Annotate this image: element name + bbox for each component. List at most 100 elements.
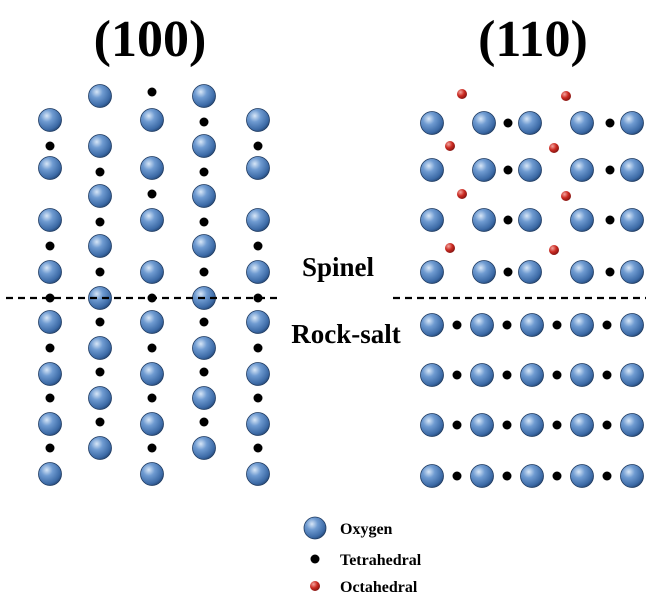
- oxygen-atom: [140, 208, 164, 232]
- octahedral-site: [549, 143, 559, 153]
- oxygen-atom: [246, 260, 270, 284]
- oxygen-atom: [192, 336, 216, 360]
- oxygen-atom: [192, 386, 216, 410]
- oxygen-atom: [570, 111, 594, 135]
- legend-oxygen-swatch: [303, 516, 327, 540]
- oxygen-atom: [88, 134, 112, 158]
- oxygen-atom: [140, 156, 164, 180]
- tetrahedral-site: [253, 241, 263, 251]
- oxygen-atom: [192, 184, 216, 208]
- oxygen-atom: [246, 108, 270, 132]
- tetrahedral-site: [503, 118, 513, 128]
- octahedral-site: [445, 141, 455, 151]
- tetrahedral-site: [502, 420, 512, 430]
- octahedral-site: [561, 191, 571, 201]
- oxygen-atom: [620, 313, 644, 337]
- tetrahedral-site: [253, 393, 263, 403]
- oxygen-atom: [88, 84, 112, 108]
- oxygen-atom: [570, 158, 594, 182]
- tetrahedral-site: [605, 118, 615, 128]
- oxygen-atom: [620, 413, 644, 437]
- panel-title-110: (110): [478, 11, 588, 68]
- oxygen-atom: [38, 310, 62, 334]
- tetrahedral-site: [605, 165, 615, 175]
- tetrahedral-site: [199, 167, 209, 177]
- oxygen-atom: [520, 464, 544, 488]
- tetrahedral-site: [199, 267, 209, 277]
- oxygen-atom: [620, 260, 644, 284]
- tetrahedral-site: [552, 420, 562, 430]
- tetrahedral-site: [605, 267, 615, 277]
- oxygen-atom: [420, 464, 444, 488]
- oxygen-atom: [246, 208, 270, 232]
- oxygen-atom: [192, 134, 216, 158]
- oxygen-atom: [192, 436, 216, 460]
- tetrahedral-site: [45, 443, 55, 453]
- octahedral-site: [457, 89, 467, 99]
- oxygen-atom: [570, 464, 594, 488]
- tetrahedral-site: [199, 367, 209, 377]
- tetrahedral-site: [147, 343, 157, 353]
- oxygen-atom: [518, 158, 542, 182]
- tetrahedral-site: [45, 241, 55, 251]
- octahedral-site: [445, 243, 455, 253]
- oxygen-atom: [420, 363, 444, 387]
- tetrahedral-site: [602, 420, 612, 430]
- oxygen-atom: [472, 208, 496, 232]
- oxygen-atom: [88, 336, 112, 360]
- tetrahedral-site: [45, 393, 55, 403]
- tetrahedral-site: [452, 320, 462, 330]
- oxygen-atom: [192, 234, 216, 258]
- oxygen-atom: [570, 363, 594, 387]
- oxygen-atom: [570, 260, 594, 284]
- tetrahedral-site: [503, 165, 513, 175]
- tetrahedral-site: [199, 417, 209, 427]
- oxygen-atom: [420, 260, 444, 284]
- oxygen-atom: [140, 108, 164, 132]
- oxygen-atom: [420, 158, 444, 182]
- oxygen-atom: [140, 462, 164, 486]
- spinel-label: Spinel: [302, 252, 375, 282]
- tetrahedral-site: [605, 215, 615, 225]
- oxygen-atom: [518, 260, 542, 284]
- oxygen-atom: [470, 413, 494, 437]
- oxygen-atom: [570, 413, 594, 437]
- oxygen-atom: [246, 310, 270, 334]
- oxygen-atom: [246, 462, 270, 486]
- oxygen-atom: [570, 313, 594, 337]
- tetrahedral-site: [552, 370, 562, 380]
- tetrahedral-site: [45, 293, 55, 303]
- oxygen-atom: [38, 412, 62, 436]
- octahedral-site: [549, 245, 559, 255]
- oxygen-atom: [140, 260, 164, 284]
- tetrahedral-site: [95, 167, 105, 177]
- tetrahedral-site: [45, 141, 55, 151]
- oxygen-atom: [140, 412, 164, 436]
- tetrahedral-site: [95, 267, 105, 277]
- tetrahedral-site: [95, 317, 105, 327]
- tetrahedral-site: [147, 443, 157, 453]
- tetrahedral-site: [199, 317, 209, 327]
- legend-octahedral-label: Octahedral: [340, 579, 418, 596]
- oxygen-atom: [420, 111, 444, 135]
- oxygen-atom: [246, 156, 270, 180]
- oxygen-atom: [518, 208, 542, 232]
- octahedral-site: [561, 91, 571, 101]
- tetrahedral-site: [602, 370, 612, 380]
- tetrahedral-site: [503, 215, 513, 225]
- oxygen-atom: [38, 462, 62, 486]
- tetrahedral-site: [503, 267, 513, 277]
- tetrahedral-site: [502, 370, 512, 380]
- legend-octahedral-swatch: [310, 581, 320, 591]
- tetrahedral-site: [147, 87, 157, 97]
- tetrahedral-site: [147, 189, 157, 199]
- legend: Oxygen Tetrahedral Octahedral: [303, 516, 422, 596]
- oxygen-atom: [88, 386, 112, 410]
- oxygen-atom: [470, 363, 494, 387]
- oxygen-atom: [246, 412, 270, 436]
- tetrahedral-site: [95, 367, 105, 377]
- oxygen-atom: [520, 313, 544, 337]
- oxygen-atom: [38, 208, 62, 232]
- oxygen-atom: [520, 363, 544, 387]
